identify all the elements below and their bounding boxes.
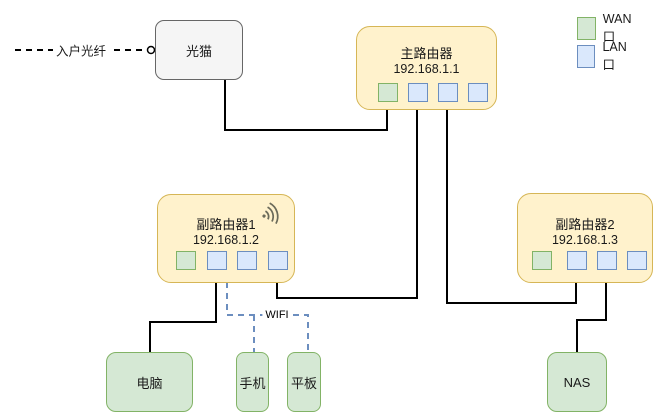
node-sub-router-1: 副路由器1 192.168.1.2 [157,194,295,283]
main-router-ip: 192.168.1.1 [393,62,460,76]
main-router-wan-port [378,83,398,102]
fiber-endpoint-circle [146,45,156,55]
sub-router-2-lan-port-3 [627,251,647,270]
sub-router-2-ip: 192.168.1.3 [551,233,619,247]
sub-router-1-lan-port-3 [268,251,288,270]
node-sub-router-2: 副路由器2 192.168.1.3 [517,193,653,283]
sub-router-1-lan-port-2 [237,251,257,270]
legend-lan-label: LAN口 [602,40,627,72]
main-router-lan-port-1 [408,83,428,102]
wire-sub2-to-nas [576,269,607,352]
wire-sub1-to-pc [149,269,217,352]
wifi-link-to-tablet [226,282,309,352]
wifi-signal-icon [262,202,279,225]
wan-port-swatch [577,17,596,40]
node-tablet: 平板 [287,352,321,412]
wire-main-to-sub1 [276,100,418,299]
node-phone: 手机 [236,352,269,412]
lan-port-swatch [577,45,596,68]
legend-wan-label: WAN口 [602,12,632,44]
node-nas: NAS [547,352,607,412]
node-modem: 光猫 [155,20,243,80]
wifi-link-label: WIFI [262,309,292,321]
wire-main-to-sub2 [446,100,577,304]
main-router-name: 主路由器 [400,46,453,61]
legend-item-wan: WAN口 [577,12,636,45]
sub-router-1-name: 副路由器1 [196,217,256,232]
sub-router-1-lan-port-1 [207,251,227,270]
sub-router-2-lan-port-2 [597,251,617,270]
sub-router-1-wan-port [176,251,196,270]
modem-label: 光猫 [185,43,212,59]
legend-item-lan: LAN口 [577,40,631,73]
node-main-router: 主路由器 192.168.1.1 [356,26,497,110]
wire-modem-to-main-router [224,80,388,131]
pc-label: 电脑 [136,375,163,391]
fiber-line-label: 入户光纤 [52,40,110,60]
tablet-label: 平板 [290,375,317,391]
sub-router-2-name: 副路由器2 [555,217,615,232]
sub-router-2-wan-port [532,251,552,270]
node-pc: 电脑 [106,352,193,412]
main-router-lan-port-2 [438,83,458,102]
phone-label: 手机 [239,375,266,391]
sub-router-2-lan-port-1 [567,251,587,270]
main-router-lan-port-3 [468,83,488,102]
nas-label: NAS [563,374,591,390]
sub-router-1-ip: 192.168.1.2 [192,233,260,247]
